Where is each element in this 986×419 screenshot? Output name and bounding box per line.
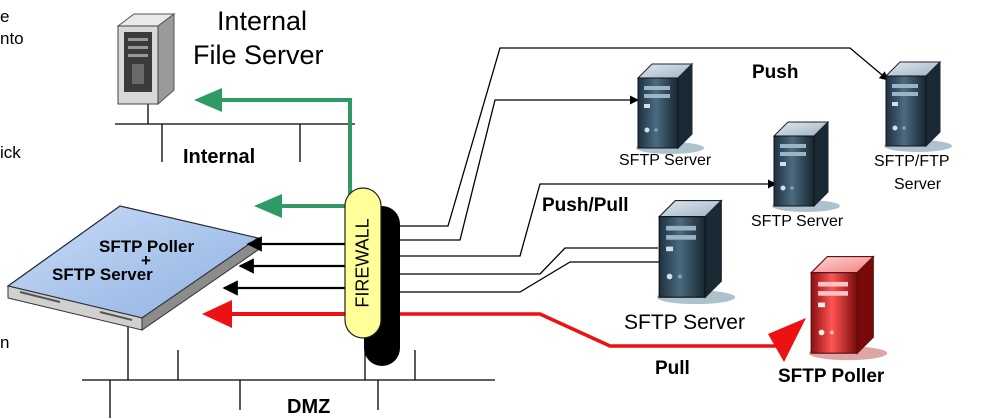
push-pull-label: Push/Pull	[542, 195, 629, 216]
appliance-icon	[6, 205, 260, 331]
internal-network-bus	[115, 104, 355, 162]
left-text-fragment: e	[0, 7, 10, 26]
sftp-poller-label: SFTP Poller	[778, 366, 885, 387]
sftp-ftp-server-icon	[883, 61, 953, 153]
left-text-fragment: n	[0, 333, 10, 352]
outbound-connection-lines	[372, 47, 889, 293]
file-server-icon	[116, 13, 176, 106]
left-text-fragment: ick	[0, 143, 21, 162]
internal-zone-label: Internal	[183, 146, 256, 168]
sftp-server-label: SFTP Server	[619, 152, 712, 169]
push-label: Push	[752, 62, 799, 83]
sftp-ftp-server-label-line1: SFTP/FTP	[874, 153, 950, 170]
firewall-icon	[344, 187, 400, 366]
dmz-zone-label: DMZ	[287, 396, 331, 418]
sftp-server-icon	[635, 63, 705, 155]
file-server-label-line1: Internal	[217, 6, 308, 36]
sftp-server-icon	[656, 200, 736, 305]
file-server-label-line2: File Server	[193, 40, 324, 70]
sftp-poller-server-icon	[808, 256, 888, 361]
firewall-label: FIREWALL	[352, 218, 373, 308]
sftp-server-label: SFTP Server	[751, 213, 844, 230]
inbound-arrows	[222, 236, 348, 296]
sftp-server-icon	[771, 121, 841, 213]
pull-label: Pull	[655, 358, 690, 379]
left-text-fragment: nto	[0, 29, 24, 48]
appliance-label-line1: SFTP Poller	[99, 237, 195, 256]
appliance-label-line2: SFTP Server	[52, 265, 153, 284]
appliance-label-plus: +	[141, 251, 151, 270]
sftp-server-label: SFTP Server	[624, 311, 745, 334]
sftp-ftp-server-label-line2: Server	[894, 176, 942, 193]
